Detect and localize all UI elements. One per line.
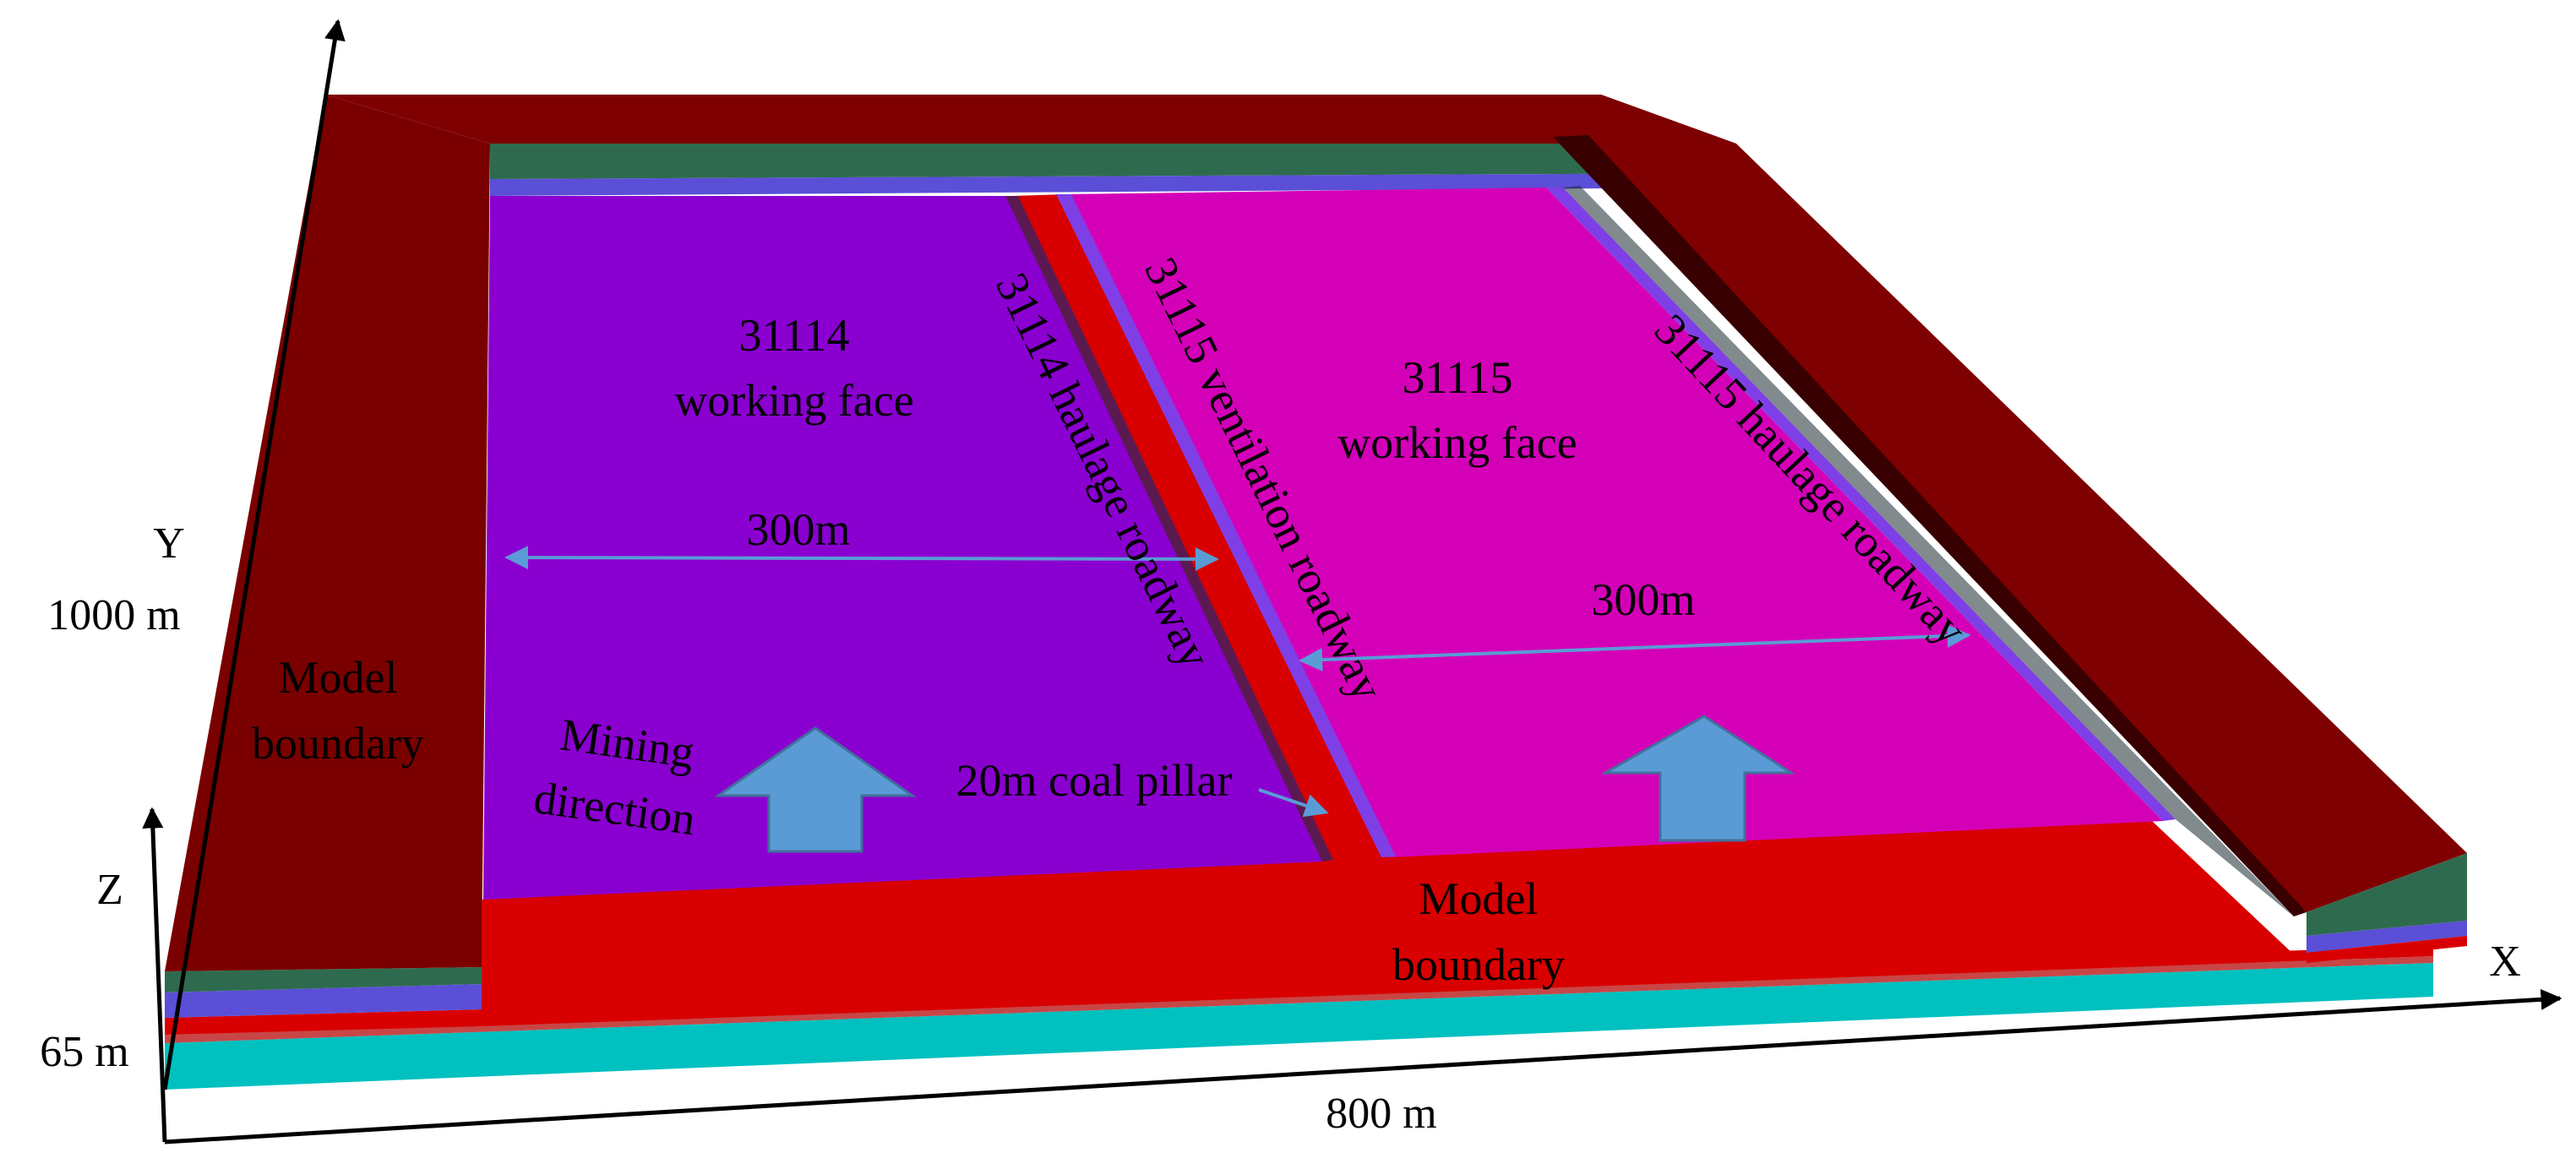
right-boundary-front-blue: [2306, 921, 2467, 953]
x-axis-label: X: [2489, 938, 2521, 986]
width-31114-label: 300m: [746, 504, 850, 555]
roadway-31115-haulage-shadow: [1563, 186, 2294, 916]
roadway-31114-haulage: [1005, 196, 1333, 862]
x-length-label: 800 m: [1326, 1090, 1436, 1138]
right-boundary-front-red: [2306, 936, 2467, 963]
z-axis: [142, 807, 167, 1143]
face-31115-label-text: working face: [1337, 417, 1577, 468]
mining-direction-arrow-right: [1600, 715, 1796, 842]
mining-direction-arrow-left: [714, 726, 917, 853]
left-boundary-label-line2: boundary: [252, 718, 424, 769]
right-boundary-top: [1553, 95, 2467, 912]
roadway-31115-haulage: [1546, 188, 2176, 821]
coal-pillar-pointer: [1258, 788, 1329, 818]
left-boundary-top: [165, 95, 490, 971]
back-boundary-top: [325, 95, 1736, 144]
face-31115-label-number: 31115: [1402, 352, 1513, 403]
face-31114-label-text: working face: [674, 375, 913, 426]
y-length-label: 1000 m: [47, 591, 180, 639]
bottom-boundary-label-line1: Model: [1419, 873, 1539, 924]
middle-pillar-red: [1012, 194, 1390, 862]
back-boundary-edge-green: [490, 144, 1736, 179]
z-axis-label: Z: [96, 866, 123, 914]
z-length-label: 65 m: [40, 1028, 128, 1076]
width-31115-label: 300m: [1591, 574, 1695, 625]
dimension-line-31114-width: [504, 546, 1219, 571]
layer-blue-front-left: [165, 984, 482, 1018]
left-boundary-label-line1: Model: [279, 652, 398, 703]
layer-green-front-left: [165, 967, 482, 992]
coal-pillar-label: 20m coal pillar: [956, 755, 1233, 806]
right-boundary-front-green: [2306, 853, 2467, 936]
layer-light-band: [165, 956, 2433, 1043]
right-boundary-shadow: [1553, 135, 2306, 916]
y-axis: [162, 19, 346, 1090]
dimension-line-31115-width: [1299, 623, 1971, 672]
working-face-31115: [1066, 188, 2163, 857]
x-axis: [164, 988, 2562, 1145]
base-layer-cyan: [165, 963, 2433, 1090]
back-boundary-edge-blue: [490, 173, 1736, 196]
bottom-boundary-label-line2: boundary: [1392, 939, 1565, 990]
y-axis-label: Y: [153, 519, 185, 568]
face-31114-label-number: 31114: [739, 310, 850, 361]
front-boundary-red: [482, 819, 2294, 1026]
roadway-31115-ventilation: [1056, 194, 1396, 857]
